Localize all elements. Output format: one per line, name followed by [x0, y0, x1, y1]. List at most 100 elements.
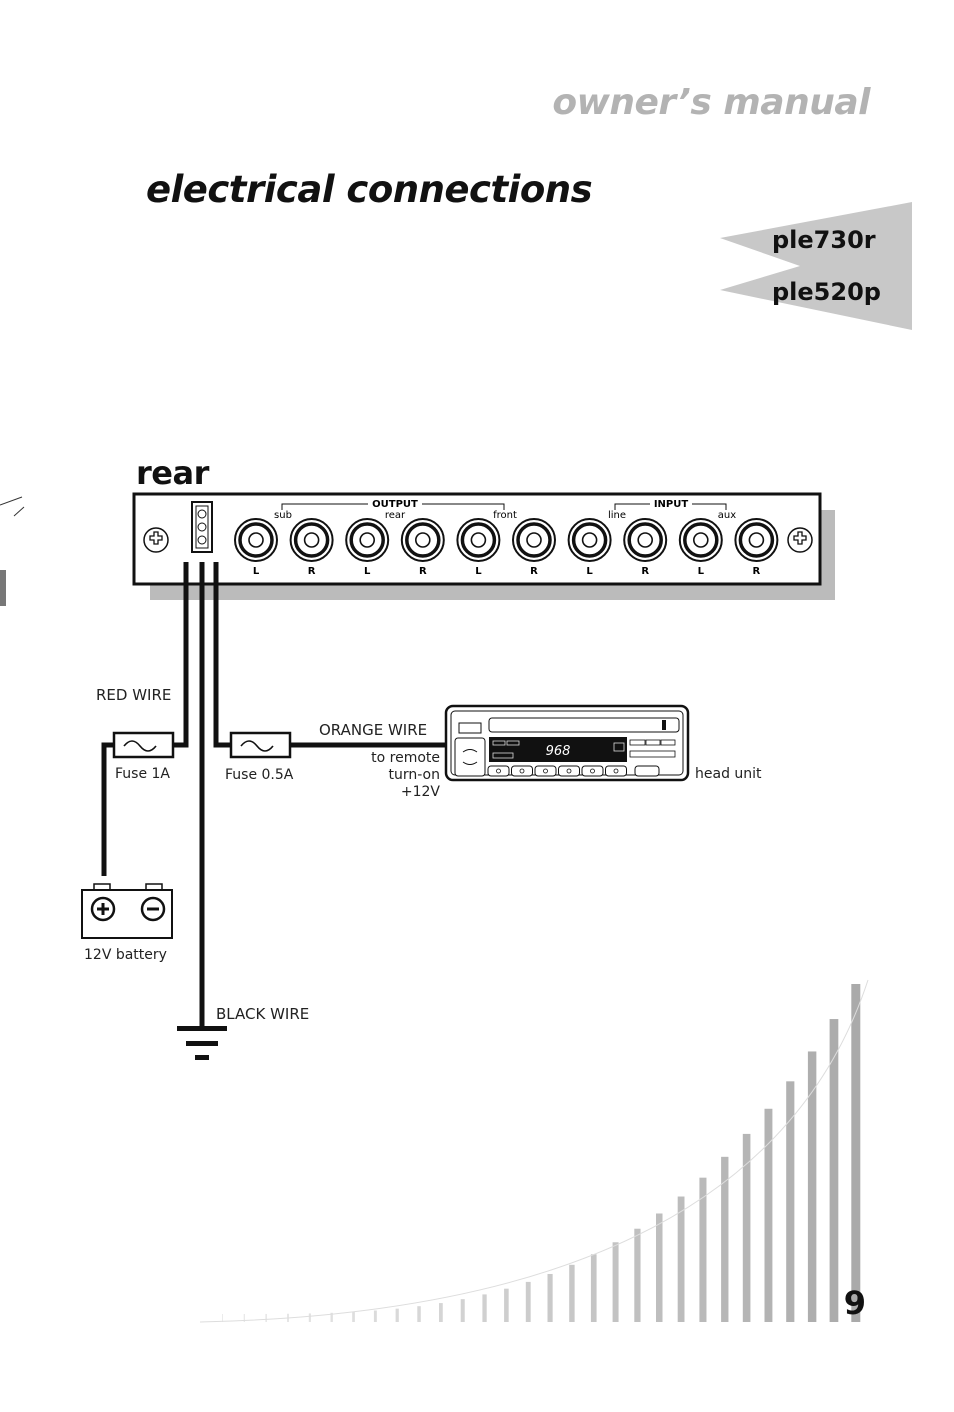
sub-label-aux: aux	[718, 510, 736, 521]
screw-right	[787, 527, 813, 553]
decorative-bar	[373, 1310, 377, 1322]
channel-label: R	[753, 566, 761, 577]
rca-jack[interactable]	[400, 518, 445, 562]
channel-label: R	[530, 566, 538, 577]
decorative-bar	[807, 1051, 817, 1322]
channel-label: L	[698, 566, 705, 577]
preset-button	[511, 765, 533, 777]
preset-button	[534, 765, 557, 777]
battery-plus-icon	[90, 896, 116, 922]
red-wire-label: RED WIRE	[96, 686, 172, 704]
decorative-bar	[308, 1313, 311, 1322]
preset-button	[605, 765, 627, 777]
connector-pin	[197, 535, 207, 545]
remote-label-line3: +12V	[400, 784, 440, 800]
channel-label: R	[308, 566, 316, 577]
battery-minus-icon	[140, 896, 166, 922]
decorative-bar	[569, 1264, 575, 1322]
decorative-bar	[851, 984, 861, 1322]
preset-button	[558, 765, 580, 777]
output-bracket	[281, 503, 505, 510]
decorative-bar	[482, 1294, 487, 1322]
rca-jack[interactable]	[567, 518, 612, 562]
remote-label-line2: turn-on	[388, 767, 441, 783]
decorative-bar	[764, 1108, 773, 1322]
output-label: OUTPUT	[372, 499, 418, 510]
rca-jack[interactable]	[345, 518, 390, 562]
rca-jack[interactable]	[678, 518, 723, 562]
decorative-bar	[742, 1133, 751, 1322]
channel-label: L	[586, 566, 593, 577]
decorative-bar	[417, 1306, 421, 1322]
edge-bar	[0, 570, 6, 606]
input-label: INPUT	[654, 499, 689, 510]
channel-label: L	[364, 566, 371, 577]
edge-mark	[0, 496, 23, 506]
head-unit-label: head unit	[695, 766, 762, 782]
sub-label-front: front	[493, 510, 517, 521]
rca-jack[interactable]	[734, 518, 779, 562]
decorative-bar	[395, 1308, 399, 1322]
channel-label: L	[253, 566, 260, 577]
decorative-bar	[243, 1313, 245, 1322]
preset-button	[487, 765, 510, 777]
edge-mark	[13, 506, 25, 517]
fuse-0-5a	[229, 731, 292, 759]
input-bracket	[614, 503, 727, 510]
decorative-bar	[699, 1177, 707, 1322]
decorative-bar	[504, 1288, 509, 1322]
ground-icon	[177, 1026, 227, 1060]
fuse-0-5a-label: Fuse 0.5A	[225, 767, 294, 783]
decorative-bar	[590, 1254, 597, 1322]
decorative-bars	[222, 984, 861, 1322]
model-ple520p: ple520p	[772, 278, 881, 306]
decorative-bar	[634, 1228, 641, 1322]
decorative-bar	[352, 1311, 355, 1322]
connector-pin	[197, 522, 207, 532]
decorative-bar	[656, 1213, 663, 1322]
model-tab	[720, 202, 912, 330]
rca-jack[interactable]	[623, 518, 668, 562]
decorative-curve	[199, 979, 869, 1323]
channel-label: R	[641, 566, 649, 577]
rca-jack[interactable]	[512, 518, 556, 562]
head-unit-display-text: 968	[546, 744, 571, 759]
fuse-1a	[112, 731, 175, 759]
decorative-bar	[612, 1242, 619, 1322]
section-title: electrical connections	[146, 168, 593, 211]
screw-left	[143, 527, 169, 553]
rear-heading: rear	[136, 454, 209, 492]
remote-label-line1: to remote	[371, 750, 440, 766]
sub-label-rear: rear	[385, 510, 406, 521]
rca-jack[interactable]	[234, 518, 278, 562]
decorative-bar	[330, 1312, 333, 1322]
rca-jack[interactable]	[289, 518, 334, 562]
decorative-bar	[265, 1313, 267, 1322]
rca-jack[interactable]	[456, 518, 501, 562]
decorative-bar	[677, 1196, 685, 1322]
decorative-bar	[439, 1303, 443, 1322]
head-unit	[444, 704, 690, 782]
orange-wire	[213, 562, 450, 748]
decorative-bar	[547, 1273, 553, 1322]
model-ple730r: ple730r	[772, 226, 876, 254]
battery-label: 12V battery	[84, 947, 167, 963]
decorative-bar	[222, 1314, 223, 1322]
connector-pin	[197, 509, 207, 519]
decorative-bar	[786, 1081, 795, 1322]
orange-wire-label: ORANGE WIRE	[319, 721, 428, 739]
channel-label: L	[475, 566, 482, 577]
fuse-1a-label: Fuse 1A	[115, 766, 171, 782]
decorative-bar	[721, 1156, 729, 1322]
black-wire-label: BLACK WIRE	[216, 1005, 310, 1023]
preset-button	[581, 765, 604, 777]
sub-label-sub: sub	[274, 510, 292, 521]
manual-title: owner’s manual	[552, 82, 870, 123]
decorative-bar	[460, 1299, 465, 1322]
channel-label: R	[419, 566, 427, 577]
red-wire	[101, 562, 189, 876]
decorative-bar	[525, 1281, 531, 1322]
page-number: 9	[843, 1284, 866, 1322]
